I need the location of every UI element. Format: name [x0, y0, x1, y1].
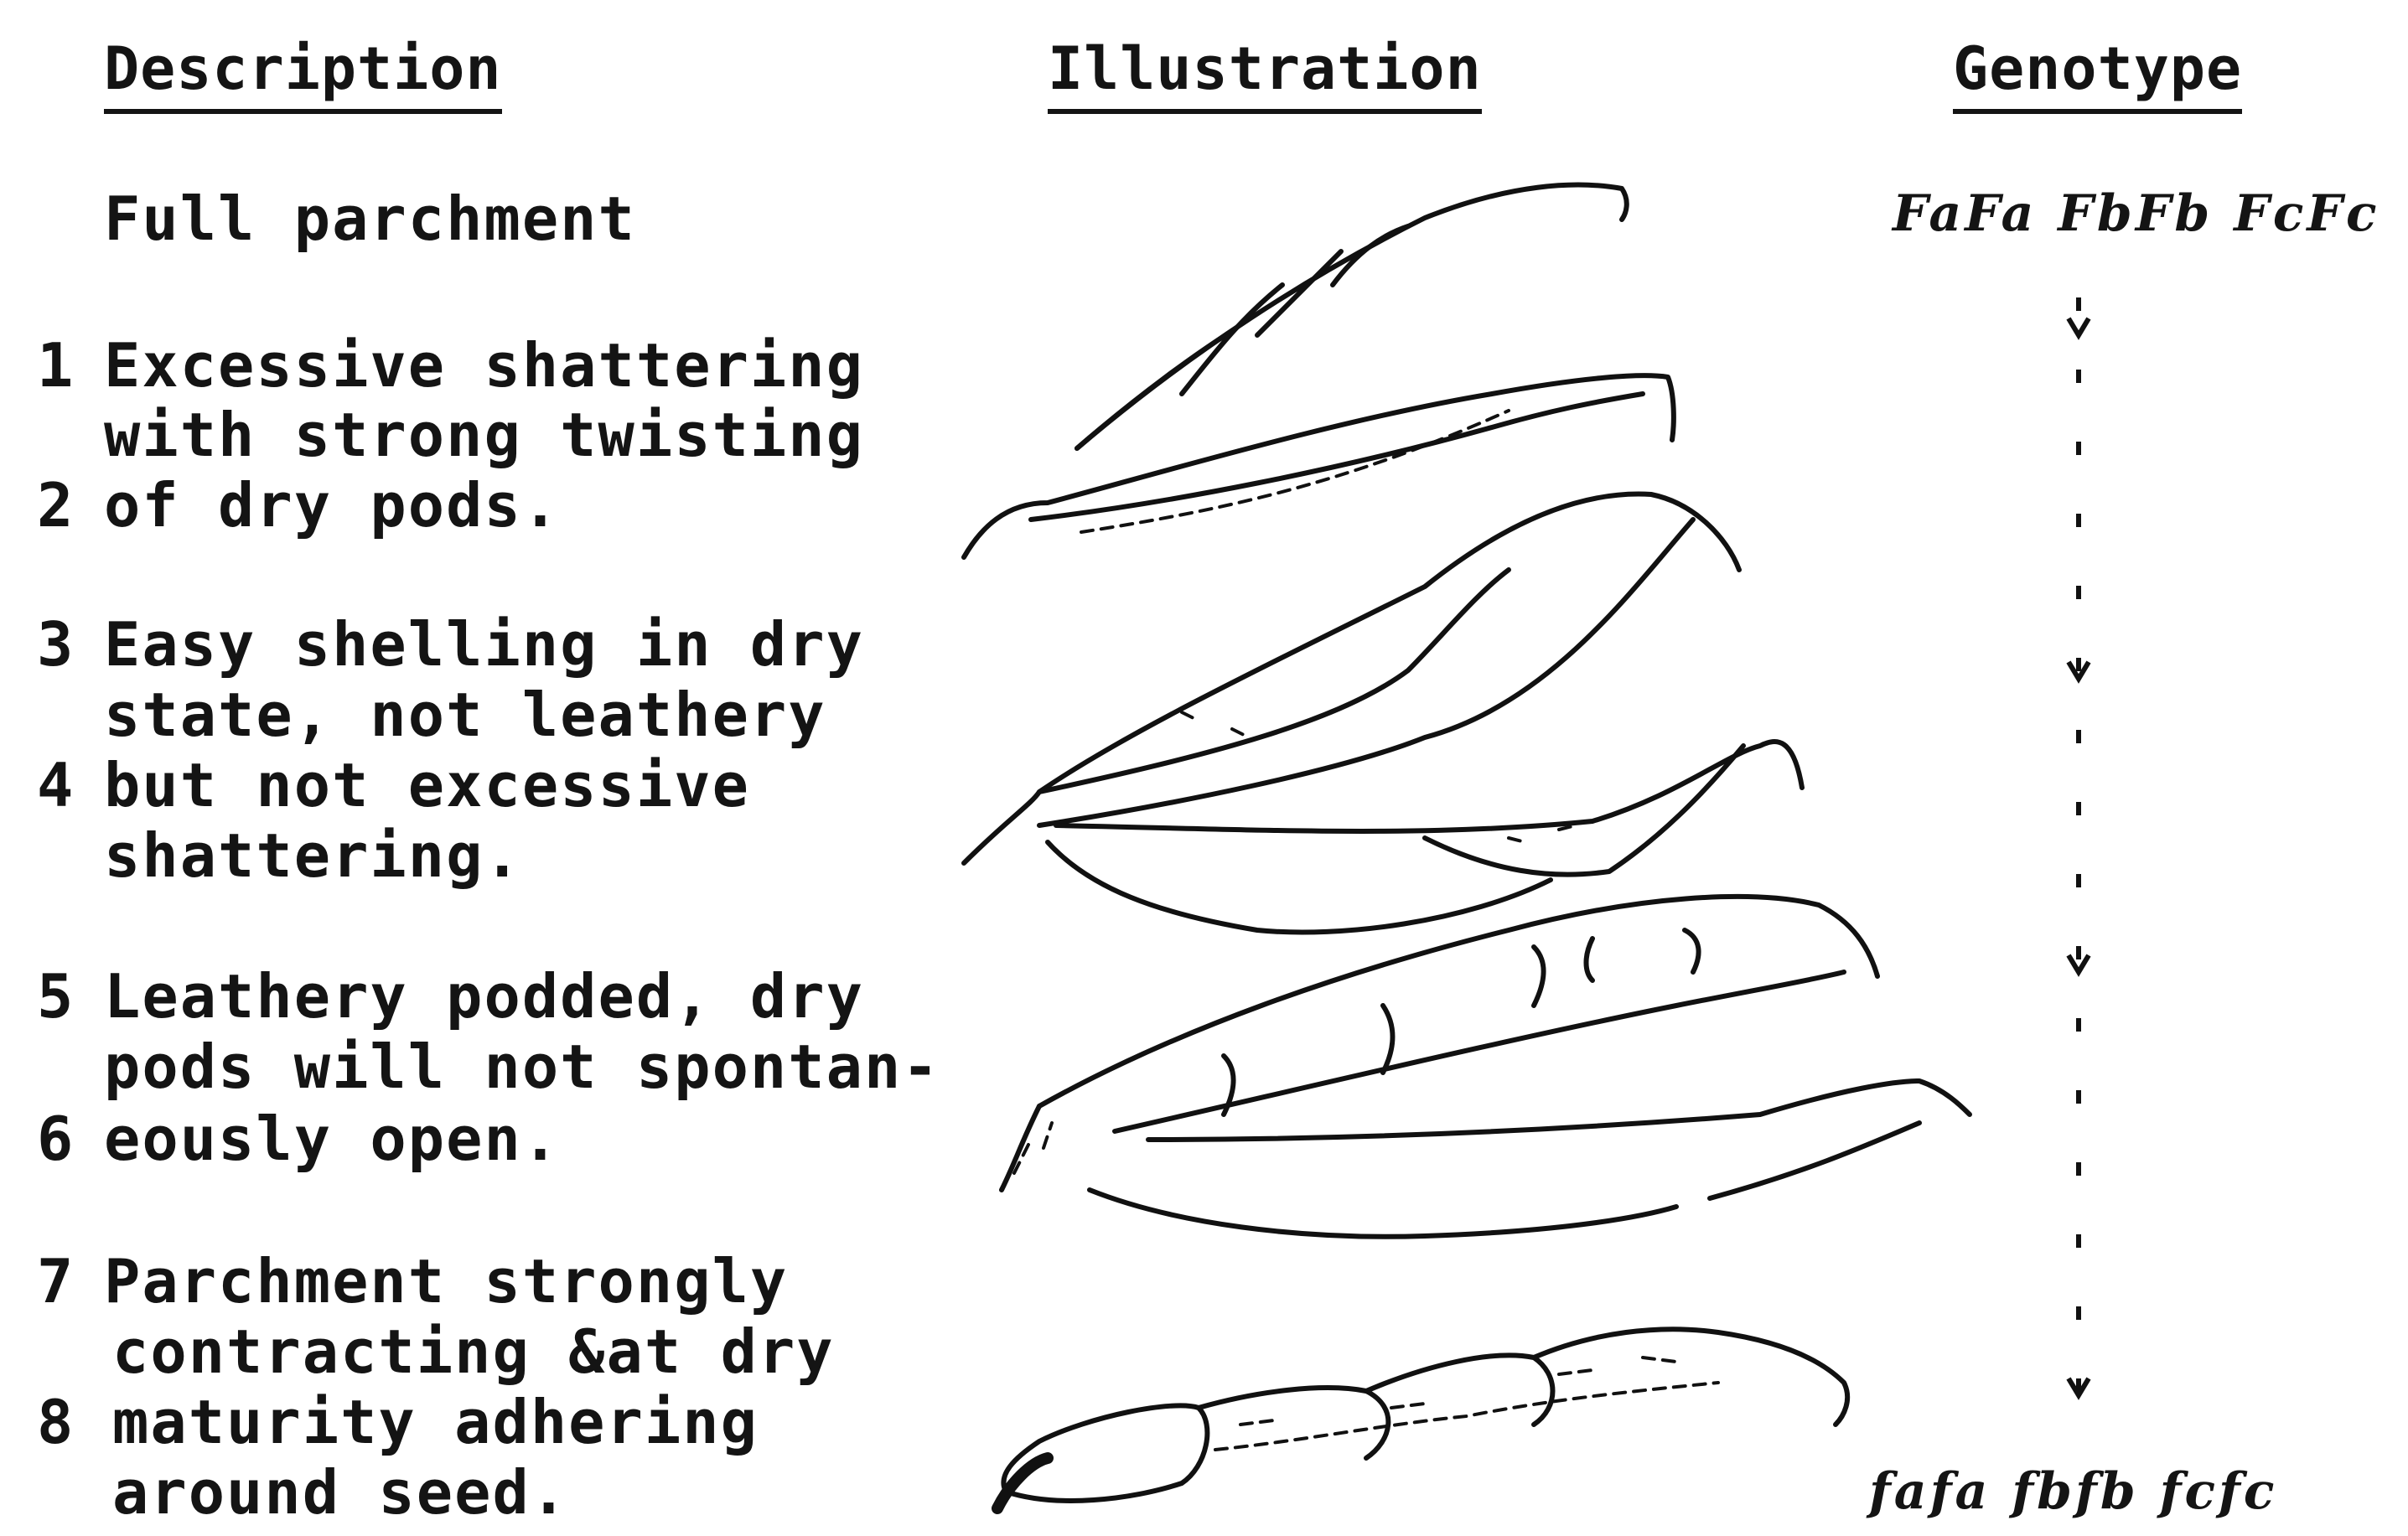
- twisted-pod-illustration: [961, 182, 1676, 560]
- row-easy-shelling-line-2: state, not leathery: [104, 680, 826, 750]
- row-leathery-line-3: eously open.: [104, 1104, 561, 1174]
- row-parchment-line-3: maturity adhering: [112, 1387, 759, 1457]
- genotype-bottom-label: fafa fbfb fcfc: [1869, 1462, 2278, 1521]
- genotype-gradient-arrow: [2066, 297, 2091, 1400]
- illustration-header: Illustration: [1048, 34, 1482, 114]
- row-number-7: 7: [37, 1246, 74, 1316]
- row-leathery-line-1: Leathery podded, dry: [104, 961, 864, 1032]
- row-shattering-line-3: of dry pods.: [104, 470, 561, 540]
- row-full-parchment-line-1: Full parchment: [104, 184, 636, 254]
- genotype-header: Genotype: [1953, 34, 2243, 114]
- description-header: Description: [104, 34, 502, 114]
- easy-shelling-pod-illustration: [961, 491, 1805, 935]
- row-easy-shelling-line-1: Easy shelling in dry: [104, 609, 864, 680]
- row-number-4: 4: [37, 750, 74, 820]
- row-number-2: 2: [37, 470, 74, 540]
- row-shattering-line-1: Excessive shattering: [104, 330, 864, 401]
- genotype-top-label: FaFa FbFb FcFc: [1893, 184, 2380, 243]
- row-parchment-line-1: Parchment strongly: [104, 1246, 789, 1316]
- row-shattering-line-2: with strong twisting: [104, 400, 864, 470]
- row-parchment-line-2: contracting &at dry: [112, 1316, 835, 1387]
- row-parchment-line-4: around seed.: [112, 1457, 569, 1528]
- row-number-6: 6: [37, 1104, 74, 1174]
- row-number-8: 8: [37, 1387, 74, 1457]
- leathery-pod-illustration: [999, 894, 1972, 1239]
- row-easy-shelling-line-4: shattering.: [104, 820, 522, 891]
- row-easy-shelling-line-3: but not excessive: [104, 750, 750, 820]
- row-number-5: 5: [37, 961, 74, 1032]
- row-leathery-line-2: pods will not spontan-: [104, 1032, 940, 1102]
- row-number-1: 1: [37, 330, 74, 401]
- contracting-pod-illustration: [992, 1327, 1851, 1514]
- row-number-3: 3: [37, 609, 74, 680]
